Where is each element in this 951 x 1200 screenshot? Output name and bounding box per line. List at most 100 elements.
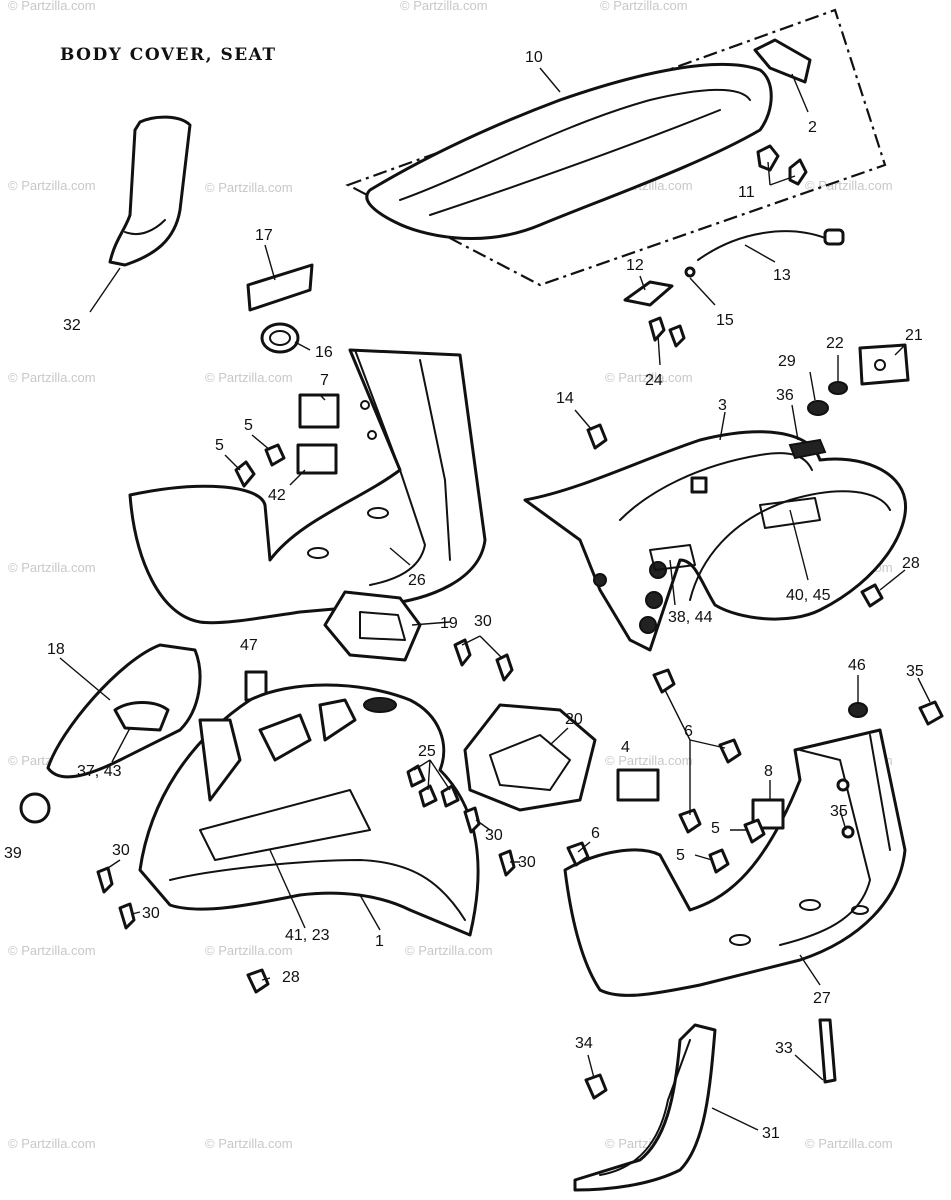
callout-10: 10 [525, 49, 543, 66]
fender-tab [690, 476, 708, 494]
callout-32: 32 [63, 317, 81, 334]
bolt-6 [718, 738, 742, 764]
seat [365, 62, 773, 240]
watermarks: © Partzilla.com © Partzilla.com © Partzi… [8, 0, 893, 1151]
watermark: © Partzilla.com [8, 0, 96, 13]
callout-30: 30 [112, 842, 130, 859]
clip-28 [860, 583, 884, 608]
callout-34: 34 [575, 1035, 593, 1052]
callout-27: 27 [813, 990, 831, 1007]
inner-panel-right [463, 703, 597, 812]
washer-22 [828, 381, 848, 395]
seat-bolt [756, 144, 780, 172]
callout-6: 6 [591, 825, 600, 842]
label-7 [298, 393, 340, 429]
label-42 [296, 443, 338, 475]
watermark: © Partzilla.com [405, 943, 493, 958]
callout-40-45: 40, 45 [786, 587, 831, 604]
screw-30 [96, 866, 114, 894]
watermark: © Partzilla.com [205, 943, 293, 958]
callout-37-43: 37, 43 [77, 763, 122, 780]
front-fender-assembly [138, 683, 480, 937]
callout-39: 39 [4, 845, 22, 862]
washer-39 [19, 792, 51, 824]
headlight-lens [113, 701, 170, 732]
callout-3: 3 [718, 397, 727, 414]
callout-25: 25 [418, 743, 436, 760]
callout-24: 24 [645, 372, 663, 389]
cable-end [823, 228, 845, 246]
callout-11: 11 [738, 184, 755, 201]
pad-contour [124, 219, 166, 236]
fender-hole [645, 591, 663, 609]
spring-clip [684, 266, 696, 278]
seat-bracket [753, 38, 812, 84]
callout-30: 30 [474, 613, 492, 630]
callout-35: 35 [906, 663, 924, 680]
watermark: © Partzilla.com [605, 753, 693, 768]
mount-hole [841, 825, 855, 839]
callout-2: 2 [808, 119, 817, 136]
mount-hole [367, 507, 389, 519]
side-pad-left [108, 115, 192, 267]
callout-30: 30 [518, 854, 536, 871]
label-4 [616, 768, 660, 802]
watermark: © Partzilla.com [8, 943, 96, 958]
callout-47: 47 [240, 637, 258, 654]
bolt-6 [652, 668, 676, 694]
callout-17: 17 [255, 227, 273, 244]
seat-contour [429, 109, 721, 216]
callout-35: 35 [830, 803, 848, 820]
fender-hole [639, 616, 657, 634]
mount-hole [360, 400, 370, 410]
watermark: © Partzilla.com [805, 178, 893, 193]
cover-contour [869, 734, 891, 851]
clip-5 [234, 460, 256, 488]
emblem-plate [246, 263, 314, 312]
fender-hole [593, 573, 607, 587]
inner-panel [323, 590, 422, 662]
grommet [260, 322, 300, 354]
callouts: 10 2 11 13 12 15 24 17 32 16 7 5 5 42 26… [4, 49, 924, 1142]
rear-fender-assembly [523, 430, 908, 652]
callout-13: 13 [773, 267, 791, 284]
mount-hole [836, 778, 850, 792]
callout-5: 5 [676, 847, 685, 864]
fender-vent [258, 713, 312, 762]
nut-29 [807, 400, 829, 416]
mount-hole [851, 905, 869, 915]
callout-19: 19 [440, 615, 458, 632]
callout-28: 28 [282, 969, 300, 986]
callout-8: 8 [764, 763, 773, 780]
watermark: © Partzilla.com [8, 1136, 96, 1151]
bolt-35 [918, 700, 944, 726]
rear-fender [523, 430, 908, 652]
cover-contour [419, 359, 451, 561]
fender-label-41-23 [199, 789, 371, 861]
callout-28: 28 [902, 555, 920, 572]
callout-4: 4 [621, 739, 630, 756]
callout-5: 5 [215, 437, 224, 454]
seat-latch [623, 280, 674, 307]
callout-5: 5 [244, 417, 253, 434]
callout-30: 30 [485, 827, 503, 844]
watermark: © Partzilla.com [400, 0, 488, 13]
seat-bolt [788, 158, 808, 186]
callout-30: 30 [142, 905, 160, 922]
screw-30 [118, 902, 136, 930]
latch-bolt [668, 324, 686, 348]
trim-strip [818, 1018, 837, 1084]
callout-21: 21 [905, 327, 923, 344]
callout-20: 20 [565, 711, 583, 728]
grommet-hole [269, 330, 291, 346]
side-cover-right [563, 728, 907, 997]
mount-hole [799, 899, 821, 911]
clip-5 [264, 443, 286, 467]
plate-bolt [874, 359, 886, 371]
cover-contour [354, 349, 426, 586]
screw-30 [463, 806, 481, 834]
left-side-cover [128, 348, 487, 625]
fender-vent [198, 718, 242, 802]
mount-hole [307, 547, 329, 559]
